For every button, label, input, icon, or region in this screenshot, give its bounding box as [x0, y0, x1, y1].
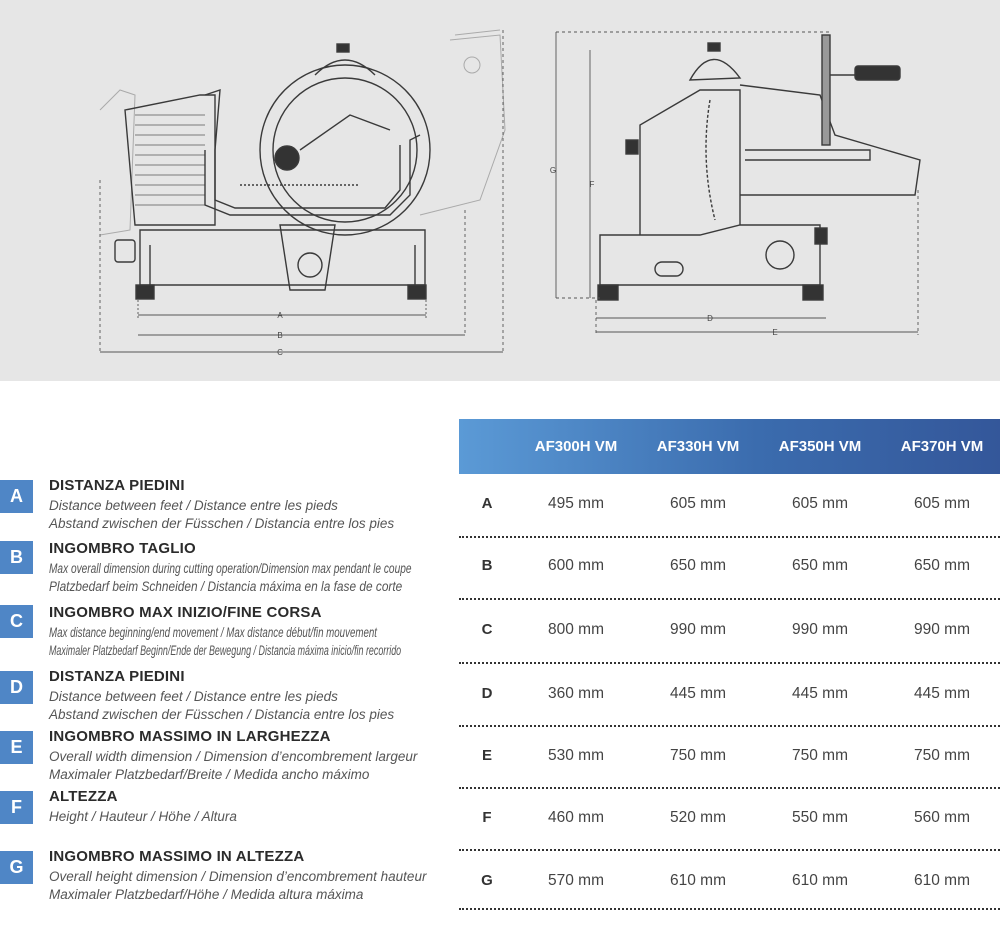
- dim-label-b: B: [277, 331, 282, 340]
- table-cell: 560 mm: [914, 809, 970, 826]
- label-subtitle: Max overall dimension during cutting ope…: [49, 561, 412, 576]
- side-view: [597, 34, 921, 301]
- table-cell: 445 mm: [914, 685, 970, 702]
- row-divider: [459, 598, 1000, 600]
- technical-drawing: A B C D E F G: [0, 0, 1000, 381]
- label-subtitle: Max distance beginning/end movement / Ma…: [49, 625, 377, 640]
- table-header: AF300H VM AF330H VM AF350H VM AF370H VM: [459, 419, 1000, 474]
- label-subtitle: Maximaler Platzbedarf/Breite / Medida an…: [49, 767, 370, 782]
- table-cell: 610 mm: [914, 872, 970, 889]
- table-cell: 990 mm: [670, 621, 726, 638]
- table-cell: 570 mm: [548, 872, 604, 889]
- table-cell: 750 mm: [792, 747, 848, 764]
- table-cell: 605 mm: [792, 495, 848, 512]
- label-block-f: F ALTEZZA Height / Hauteur / Höhe / Altu…: [0, 788, 455, 845]
- label-subtitle: Maximaler Platzbedarf/Höhe / Medida altu…: [49, 887, 364, 902]
- label-subtitle: Platzbedarf beim Schneiden / Distancia m…: [49, 579, 403, 594]
- table-row-b: B 600 mm 650 mm 650 mm 650 mm: [459, 557, 1000, 619]
- table-cell: 605 mm: [670, 495, 726, 512]
- slicer-drawing-svg: A B C D E F G: [99, 29, 921, 357]
- row-letter: B: [481, 557, 493, 574]
- label-subtitle: Overall width dimension / Dimension d’en…: [49, 749, 418, 764]
- dim-label-d: D: [707, 314, 713, 323]
- front-view: [99, 29, 506, 300]
- table-row-f: F 460 mm 520 mm 550 mm 560 mm: [459, 809, 1000, 871]
- row-letter: F: [482, 809, 492, 826]
- column-header-model: AF370H VM: [900, 438, 984, 455]
- label-block-a: A DISTANZA PIEDINI Distance between feet…: [0, 477, 455, 534]
- row-divider: [459, 662, 1000, 664]
- label-subtitle: Abstand zwischen der Füsschen / Distanci…: [49, 516, 395, 531]
- label-title: DISTANZA PIEDINI: [49, 668, 185, 685]
- row-divider: [459, 725, 1000, 727]
- row-letter: D: [481, 685, 493, 702]
- row-divider: [459, 849, 1000, 851]
- table-cell: 650 mm: [792, 557, 848, 574]
- letter-badge-b: B: [0, 541, 33, 574]
- table-row-a: A 495 mm 605 mm 605 mm 605 mm: [459, 495, 1000, 557]
- table-cell: 650 mm: [670, 557, 726, 574]
- dim-label-f: F: [590, 180, 595, 189]
- row-letter: G: [481, 872, 493, 889]
- table-cell: 990 mm: [792, 621, 848, 638]
- row-divider: [459, 787, 1000, 789]
- label-title: INGOMBRO TAGLIO: [49, 540, 196, 557]
- row-letter: E: [481, 747, 492, 764]
- table-cell: 610 mm: [792, 872, 848, 889]
- label-subtitle: Abstand zwischen der Füsschen / Distanci…: [49, 707, 395, 722]
- table-row-d: D 360 mm 445 mm 445 mm 445 mm: [459, 685, 1000, 747]
- label-block-d: D DISTANZA PIEDINI Distance between feet…: [0, 668, 455, 725]
- row-divider: [459, 908, 1000, 910]
- row-letter: A: [481, 495, 493, 512]
- table-cell: 610 mm: [670, 872, 726, 889]
- letter-badge-d: D: [0, 671, 33, 704]
- label-subtitle: Distance between feet / Distance entre l…: [49, 689, 338, 704]
- table-cell: 550 mm: [792, 809, 848, 826]
- label-block-e: E INGOMBRO MASSIMO IN LARGHEZZA Overall …: [0, 728, 455, 785]
- table-cell: 445 mm: [792, 685, 848, 702]
- table-cell: 495 mm: [548, 495, 604, 512]
- table-cell: 750 mm: [670, 747, 726, 764]
- table-cell: 460 mm: [548, 809, 604, 826]
- row-divider: [459, 536, 1000, 538]
- letter-badge-a: A: [0, 480, 33, 513]
- label-title: DISTANZA PIEDINI: [49, 477, 185, 494]
- letter-badge-e: E: [0, 731, 33, 764]
- label-subtitle: Distance between feet / Distance entre l…: [49, 498, 338, 513]
- table-cell: 750 mm: [914, 747, 970, 764]
- column-header-model: AF300H VM: [534, 438, 618, 455]
- column-header-model: AF330H VM: [656, 438, 740, 455]
- table-cell: 605 mm: [914, 495, 970, 512]
- letter-badge-g: G: [0, 851, 33, 884]
- letter-badge-c: C: [0, 605, 33, 638]
- label-block-c: C INGOMBRO MAX INIZIO/FINE CORSA Max dis…: [0, 604, 455, 661]
- label-subtitle: Overall height dimension / Dimension d’e…: [49, 869, 427, 884]
- table-cell: 445 mm: [670, 685, 726, 702]
- table-cell: 520 mm: [670, 809, 726, 826]
- label-block-g: G INGOMBRO MASSIMO IN ALTEZZA Overall he…: [0, 848, 455, 905]
- dim-label-e: E: [772, 328, 777, 337]
- table-cell: 650 mm: [914, 557, 970, 574]
- row-letter: C: [481, 621, 493, 638]
- label-title: INGOMBRO MASSIMO IN LARGHEZZA: [49, 728, 331, 745]
- table-row-c: C 800 mm 990 mm 990 mm 990 mm: [459, 621, 1000, 683]
- label-subtitle: Height / Hauteur / Höhe / Altura: [49, 809, 237, 824]
- table-cell: 360 mm: [548, 685, 604, 702]
- dim-label-g: G: [550, 166, 556, 175]
- letter-badge-f: F: [0, 791, 33, 824]
- label-title: INGOMBRO MASSIMO IN ALTEZZA: [49, 848, 305, 865]
- table-cell: 800 mm: [548, 621, 604, 638]
- table-cell: 600 mm: [548, 557, 604, 574]
- label-title: ALTEZZA: [49, 788, 118, 805]
- label-subtitle: Maximaler Platzbedarf Beginn/Ende der Be…: [49, 643, 402, 658]
- column-header-model: AF350H VM: [778, 438, 862, 455]
- table-row-g: G 570 mm 610 mm 610 mm 610 mm: [459, 872, 1000, 934]
- dim-label-c: C: [277, 348, 283, 357]
- dim-label-a: A: [277, 311, 283, 320]
- table-cell: 990 mm: [914, 621, 970, 638]
- label-title: INGOMBRO MAX INIZIO/FINE CORSA: [49, 604, 322, 621]
- label-block-b: B INGOMBRO TAGLIO Max overall dimension …: [0, 540, 455, 597]
- table-row-e: E 530 mm 750 mm 750 mm 750 mm: [459, 747, 1000, 809]
- table-cell: 530 mm: [548, 747, 604, 764]
